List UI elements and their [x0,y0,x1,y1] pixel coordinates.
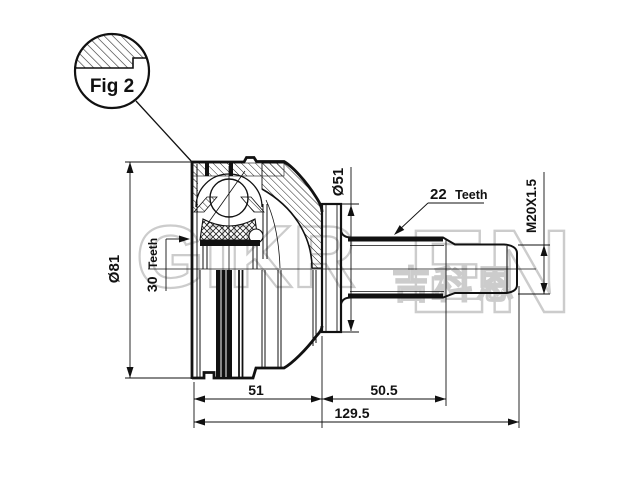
dim-flange-diameter: Ø51 [330,167,359,333]
shaft-length-label: 50.5 [370,382,397,398]
flange-diameter-label: Ø51 [330,168,347,196]
cage-section-left [193,196,218,213]
svg-text:22 Teeth: 22 Teeth [430,186,488,203]
dim-lengths: 51 50.5 129.5 [193,240,520,428]
dim-inner-spline: 30 Teeth [144,235,190,292]
svg-text:30 Teeth: 30 Teeth [144,238,161,292]
shaft-spline-unit: Teeth [455,188,487,202]
shaft [320,202,518,334]
inner-spline-count: 30 [144,276,160,292]
figure-label: Fig 2 [90,76,134,97]
joint-length-label: 51 [248,382,264,398]
watermark-brand-cjk: 吉科恩 [392,265,518,307]
shaft-flange [320,202,343,334]
outer-diameter-label: Ø81 [106,255,123,283]
shaft-outline [340,230,518,305]
housing-spline-lines [199,270,317,377]
dim-thread: M20X1.5 [518,172,550,295]
fig-balloon: Fig 2 [73,32,193,163]
cage-section-right [240,196,265,213]
thread-spec-label: M20X1.5 [524,178,539,233]
dim-outer-diameter: Ø81 [106,161,191,379]
total-length-label: 129.5 [334,405,369,421]
fig-leader-line [135,100,193,163]
dim-shaft-spline: 22 Teeth [394,186,488,235]
shaft-spline-count: 22 [430,186,447,203]
fig-balloon-hatch [74,33,148,69]
inner-spline-unit: Teeth [146,238,160,269]
watermark-brand-suffix: EN [408,206,572,338]
